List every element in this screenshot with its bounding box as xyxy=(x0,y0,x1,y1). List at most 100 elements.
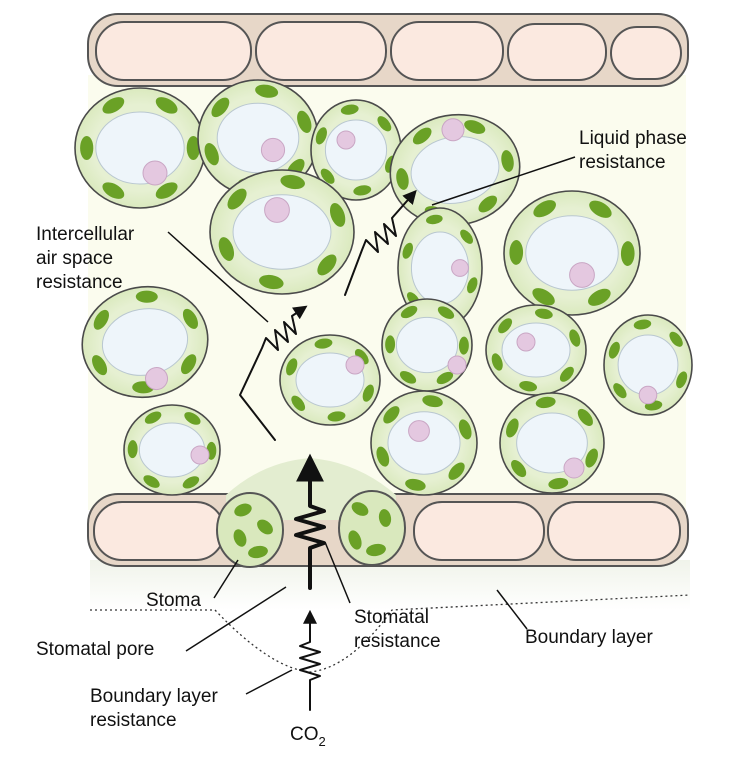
nucleus xyxy=(408,420,430,442)
label-boundary-layer-resistance-line2: resistance xyxy=(90,710,177,731)
vacuole xyxy=(387,411,461,475)
chloroplast xyxy=(186,136,200,160)
chloroplast xyxy=(620,241,635,266)
leader-boundary-layer-resistance xyxy=(245,669,293,695)
vacuole xyxy=(95,111,185,185)
chloroplast xyxy=(182,476,200,489)
nucleus xyxy=(441,118,465,142)
nucleus xyxy=(145,367,169,391)
chloroplast xyxy=(399,371,417,384)
chloroplast xyxy=(460,229,474,244)
mesophyll-cell xyxy=(370,390,478,496)
chloroplast xyxy=(218,237,235,261)
vacuole xyxy=(516,412,588,474)
chloroplast xyxy=(588,288,611,306)
chloroplast xyxy=(362,384,374,402)
nucleus xyxy=(142,160,168,186)
leader-stoma xyxy=(213,559,239,599)
chloroplast xyxy=(135,290,158,303)
chloroplast xyxy=(608,341,620,359)
vacuole xyxy=(232,194,332,270)
leader-boundary-layer xyxy=(496,589,528,630)
nucleus xyxy=(190,445,210,465)
chloroplast xyxy=(155,182,178,199)
chloroplast xyxy=(184,412,201,425)
nucleus xyxy=(569,262,595,288)
chloroplast xyxy=(255,84,279,98)
chloroplast xyxy=(585,448,598,468)
chloroplast xyxy=(354,349,369,365)
mesophyll-cell xyxy=(603,314,693,416)
mesophyll-cell xyxy=(397,207,483,329)
stomatal-resistor xyxy=(294,453,326,590)
mesophyll-cell xyxy=(310,99,402,201)
chloroplast xyxy=(143,475,160,488)
label-stoma: Stoma xyxy=(146,590,201,611)
chloroplast xyxy=(315,127,327,145)
chloroplast xyxy=(327,411,346,422)
guard-cell-right xyxy=(338,490,406,566)
chloroplast xyxy=(491,353,503,371)
chloroplast xyxy=(613,383,627,399)
mesophyll-cell xyxy=(279,334,381,426)
chloroplast xyxy=(180,354,197,375)
chloroplast xyxy=(422,395,443,408)
mesophyll-cell xyxy=(499,392,605,494)
chloroplast xyxy=(676,371,688,389)
chloroplast xyxy=(412,127,432,145)
chloroplast xyxy=(376,446,390,467)
mesophyll-cell xyxy=(209,169,355,295)
chloroplast xyxy=(211,97,230,118)
vacuole xyxy=(324,119,388,181)
label-co2: CO2 xyxy=(290,724,326,749)
chloroplast xyxy=(569,329,581,347)
chloroplast xyxy=(498,318,513,334)
leader-intercellular xyxy=(167,231,269,323)
vacuole xyxy=(501,322,571,378)
boundary-layer-region xyxy=(90,560,690,610)
chloroplast xyxy=(317,254,337,276)
mesophyll-cell xyxy=(123,404,221,496)
chloroplast xyxy=(102,182,125,199)
leader-stomatal-pore xyxy=(185,586,287,652)
leader-stomatal-resistance xyxy=(324,541,351,604)
label-boundary-layer: Boundary layer xyxy=(525,627,653,648)
chloroplast xyxy=(534,308,553,319)
chloroplast xyxy=(669,331,683,347)
chloroplast xyxy=(92,355,108,376)
chloroplast xyxy=(464,120,486,134)
chloroplast xyxy=(533,200,556,218)
chloroplast xyxy=(353,185,372,196)
chloroplast xyxy=(383,406,400,424)
label-stomatal-resistance-line1: Stomatal xyxy=(354,607,429,628)
nucleus xyxy=(336,130,356,150)
guard-cell-left xyxy=(216,492,284,568)
label-co2-subscript: 2 xyxy=(319,734,326,749)
label-intercellular-line1: Intercellular xyxy=(36,224,135,245)
chloroplast xyxy=(204,143,219,166)
label-stomatal-resistance-line2: resistance xyxy=(354,631,441,652)
chloroplast xyxy=(314,338,333,349)
chloroplast xyxy=(633,319,652,330)
label-intercellular-line3: resistance xyxy=(36,272,123,293)
nucleus xyxy=(260,137,286,163)
chloroplast xyxy=(80,136,94,160)
label-co2-main: CO xyxy=(290,724,319,745)
liquid-phase-resistor xyxy=(344,189,417,296)
nucleus xyxy=(516,332,536,352)
chloroplast xyxy=(340,104,359,115)
nucleus xyxy=(264,197,290,223)
resistance-paths xyxy=(239,189,417,711)
chloroplast xyxy=(291,395,306,411)
chloroplast xyxy=(437,306,455,319)
chloroplast xyxy=(559,366,574,382)
chloroplast xyxy=(448,462,465,480)
chloroplast xyxy=(377,116,392,132)
chloroplast xyxy=(519,381,538,392)
mesophyll-cell xyxy=(81,285,209,399)
label-intercellular-line2: air space xyxy=(36,248,113,269)
chloroplast xyxy=(280,174,305,190)
label-liquid-phase-line2: resistance xyxy=(579,152,666,173)
